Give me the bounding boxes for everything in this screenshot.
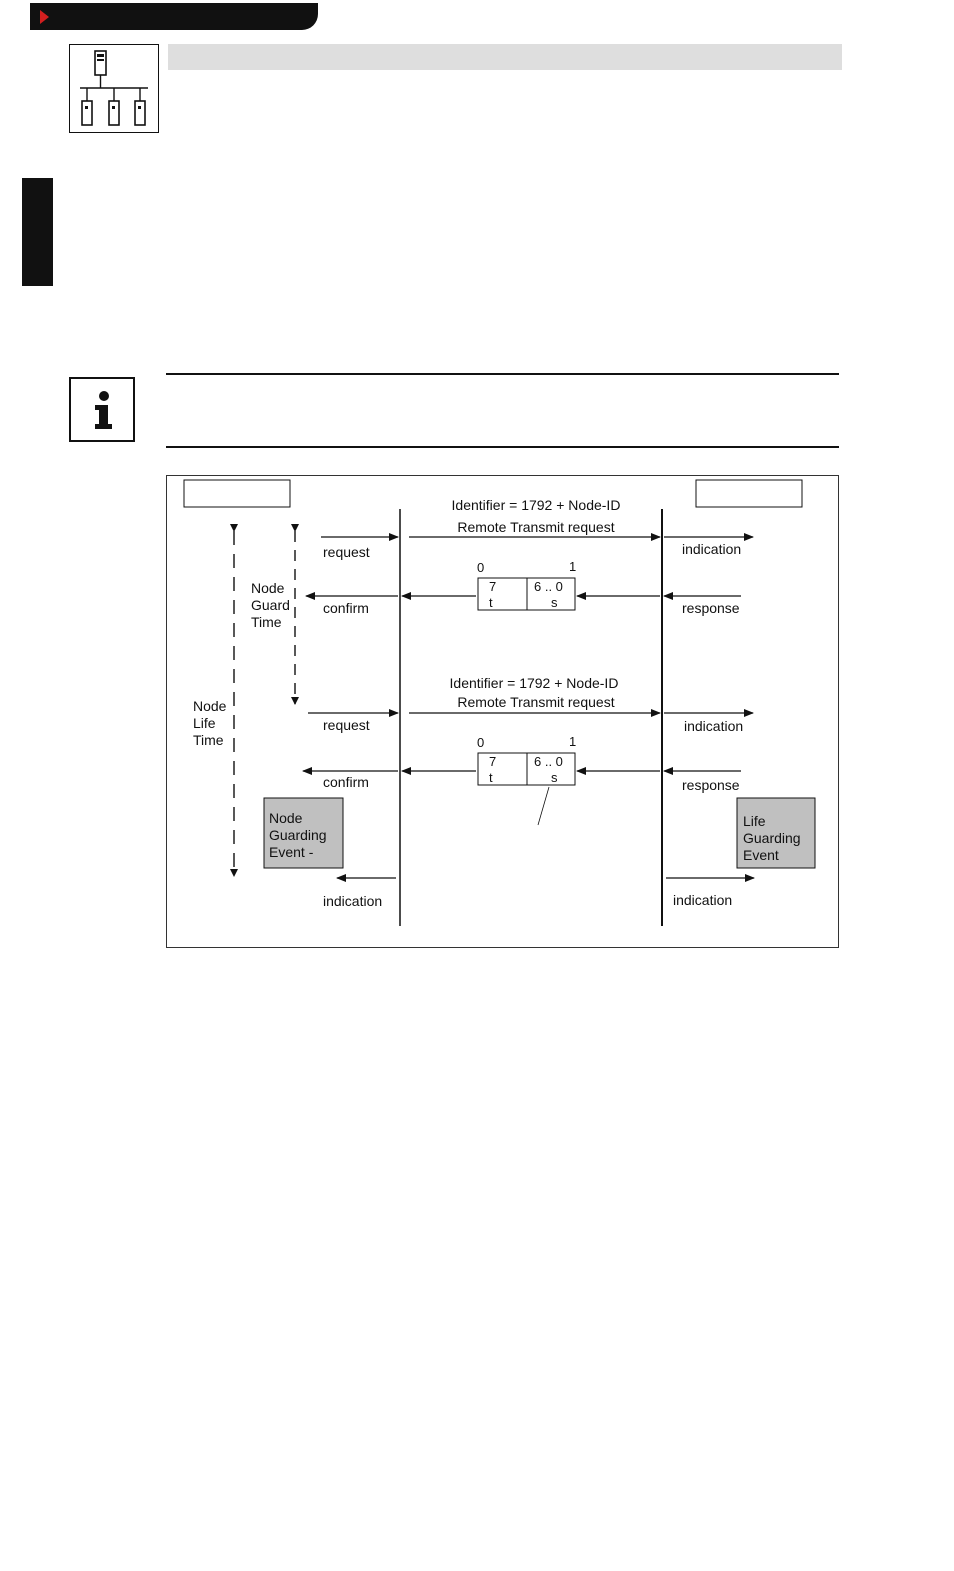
master-box (183, 479, 291, 508)
section-title-bar (168, 44, 842, 70)
confirm-label-2: confirm (323, 774, 369, 790)
toggle-bit-label-1: t (489, 595, 493, 610)
side-chapter-tab (22, 178, 53, 286)
leader-line (537, 786, 550, 826)
indication-right-label: indication (673, 892, 732, 908)
toggle-bit-number-2: 7 (489, 754, 496, 769)
response-label-2: response (682, 777, 740, 793)
bit-low-2: 1 (569, 734, 576, 749)
request-label-1: request (323, 544, 370, 560)
state-bits-number-1: 6 .. 0 (534, 579, 563, 594)
identifier-label-1: Identifier = 1792 + Node-ID (452, 497, 621, 513)
note-top-rule (166, 373, 839, 375)
state-bits-label-1: s (551, 595, 558, 610)
response-label-1: response (682, 600, 740, 616)
bit-high-2: 0 (477, 735, 484, 750)
toggle-bit-number-1: 7 (489, 579, 496, 594)
node-life-time-label: Node Life Time (193, 698, 230, 748)
network-topology-icon (69, 44, 159, 133)
bit-low-1: 1 (569, 559, 576, 574)
info-icon (69, 377, 135, 442)
identifier-label-2: Identifier = 1792 + Node-ID (450, 675, 619, 691)
confirm-label-1: confirm (323, 600, 369, 616)
bit-high-1: 0 (477, 560, 484, 575)
node-guard-time-label: Node Guard Time (251, 580, 294, 630)
request-label-2: request (323, 717, 370, 733)
node-guarding-event-box (263, 797, 344, 869)
indication-label-1: indication (682, 541, 741, 557)
note-bottom-rule (166, 446, 839, 448)
header-tab (30, 3, 318, 30)
node-guarding-diagram: Node Life Time Node Guard Time request I… (166, 475, 839, 948)
node-guarding-event-label: Node Guarding Event - (269, 810, 330, 860)
life-guarding-event-box (736, 797, 816, 869)
state-bits-label-2: s (551, 770, 558, 785)
state-bits-number-2: 6 .. 0 (534, 754, 563, 769)
indication-left-label: indication (323, 893, 382, 909)
header-arrow-icon (40, 10, 49, 24)
rtr-label-2: Remote Transmit request (457, 694, 614, 710)
slave-box (695, 479, 803, 508)
toggle-bit-label-2: t (489, 770, 493, 785)
rtr-label-1: Remote Transmit request (457, 519, 614, 535)
life-guarding-event-label: Life Guarding Event (743, 813, 804, 863)
indication-label-2: indication (684, 718, 743, 734)
